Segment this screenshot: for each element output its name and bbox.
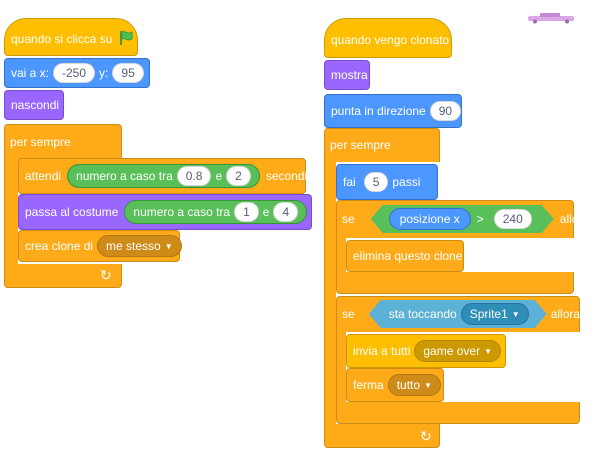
and-label: e [215,169,223,183]
seconds-label: secondi [265,169,308,183]
random-from-input[interactable]: 0.8 [176,166,212,186]
broadcast-message-dropdown[interactable]: game over ▼ [414,340,501,362]
x-position-reporter[interactable]: posizione x [389,208,471,230]
wait-label: attendi [25,169,62,183]
chevron-down-icon: ▼ [511,309,520,319]
delete-clone-label: elimina questo clone [353,249,463,263]
greater-than-condition[interactable]: posizione x > 240 [371,205,554,233]
random-reporter[interactable]: numero a caso tra 0.8 e 2 [67,164,260,188]
when-clone-starts-block[interactable]: quando vengo clonato [324,18,452,58]
point-direction-label: punta in direzione [331,104,426,118]
forever-label: per sempre [10,135,71,149]
hide-label: nascondi [11,98,60,112]
random-from-input[interactable]: 1 [234,202,259,222]
clone-target-dropdown[interactable]: me stesso ▼ [97,235,182,257]
show-label: mostra [331,68,368,82]
broadcast-block[interactable]: invia a tutti game over ▼ [346,334,506,368]
when-clone-label: quando vengo clonato [331,33,450,47]
random-to-input[interactable]: 2 [226,166,251,186]
when-flag-clicked-block[interactable]: quando si clicca su [4,18,138,56]
y-label: y: [99,66,109,80]
delete-clone-block[interactable]: elimina questo clone [346,240,464,272]
forever-label: per sempre [330,138,391,152]
touching-condition[interactable]: sta toccando Sprite1 ▼ [369,300,547,328]
touching-label: sta toccando [388,307,457,321]
y-value-input[interactable]: 95 [112,63,144,83]
then-label: allora [559,212,590,226]
chevron-down-icon: ▼ [424,380,432,390]
point-direction-block[interactable]: punta in direzione 90 [324,94,462,128]
steps-input[interactable]: 5 [363,172,389,192]
direction-input[interactable]: 90 [429,101,462,121]
create-clone-block[interactable]: crea clone di me stesso ▼ [18,230,182,262]
forever-header: per sempre [324,128,440,162]
chevron-down-icon: ▼ [164,241,173,251]
random-to-input[interactable]: 4 [273,202,299,222]
x-position-label: posizione x [399,212,460,226]
random-reporter[interactable]: numero a caso tra 1 e 4 [124,200,308,224]
stop-block[interactable]: ferma tutto ▼ [346,368,444,402]
forever-header: per sempre [4,124,122,160]
move-steps-block[interactable]: fai 5 passi [336,164,438,200]
x-value-input[interactable]: -250 [53,63,96,83]
steps-unit-label: passi [392,175,421,189]
move-label: fai [343,175,356,189]
broadcast-label: invia a tutti [353,344,411,358]
clone-target-value: me stesso [106,239,161,253]
hide-block[interactable]: nascondi [4,90,64,120]
when-flag-clicked-label: quando si clicca su [11,32,113,46]
stop-label: ferma [353,378,384,392]
limo-car-sprite-thumbnail [526,12,576,27]
switch-costume-label: passa al costume [25,205,119,219]
broadcast-message-value: game over [423,344,481,358]
random-label: numero a caso tra [133,205,231,219]
switch-costume-block[interactable]: passa al costume numero a caso tra 1 e 4 [18,194,312,230]
loop-arrow-icon: ↻ [420,428,432,444]
green-flag-icon [118,30,134,49]
touching-target-value: Sprite1 [469,307,508,321]
if-header: se posizione x > 240 allora [336,200,589,238]
and-label: e [262,205,270,219]
create-clone-label: crea clone di [25,239,94,253]
goto-label: vai a x: [11,66,50,80]
greater-than-operator: > [476,212,484,226]
stop-option-value: tutto [396,378,421,392]
compare-value-input[interactable]: 240 [494,209,532,229]
random-label: numero a caso tra [76,169,173,183]
touching-target-dropdown[interactable]: Sprite1 ▼ [461,303,529,325]
if-label: se [342,212,355,226]
stop-option-dropdown[interactable]: tutto ▼ [387,374,441,396]
loop-arrow-icon: ↻ [100,267,112,283]
show-block[interactable]: mostra [324,60,370,90]
if-label: se [342,307,355,321]
chevron-down-icon: ▼ [484,346,492,356]
wait-block[interactable]: attendi numero a caso tra 0.8 e 2 second… [18,158,308,194]
then-label: allora [550,307,581,321]
goto-xy-block[interactable]: vai a x: -250 y: 95 [4,58,150,88]
if-header: se sta toccando Sprite1 ▼ allora [336,296,580,332]
